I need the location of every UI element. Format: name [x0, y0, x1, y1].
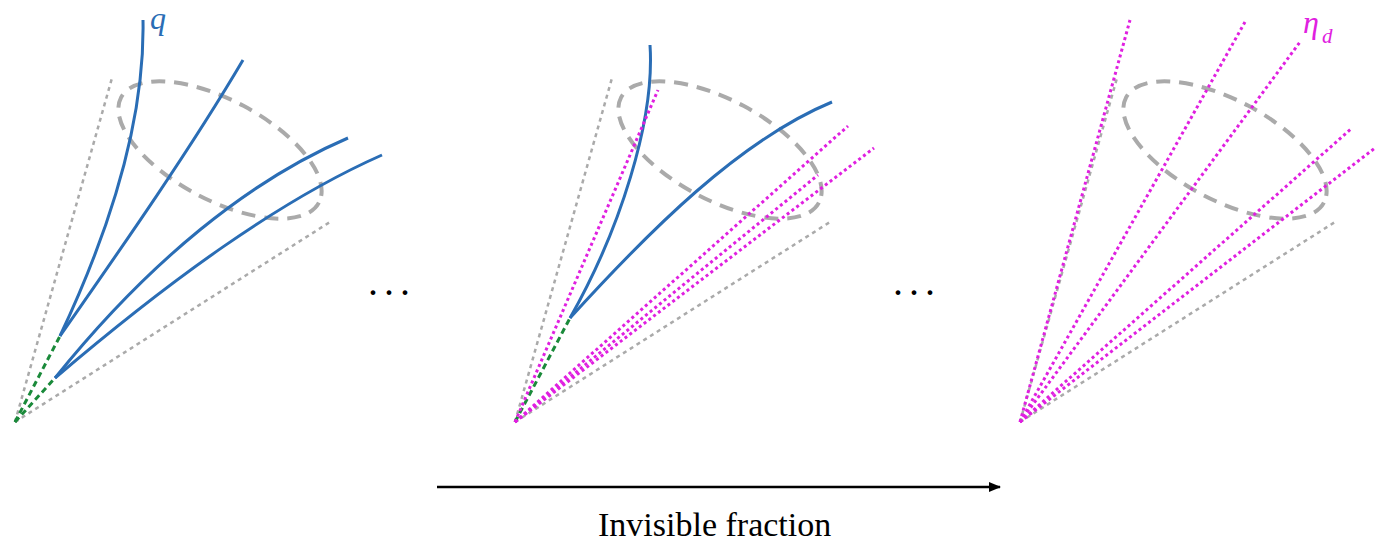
direction-arrow	[437, 486, 1000, 489]
jet-cone	[515, 45, 874, 422]
particle-label: q	[150, 2, 166, 34]
ellipsis: ...	[368, 262, 416, 302]
jet-cone	[15, 20, 382, 422]
axis-caption: Invisible fraction	[598, 508, 831, 542]
particle-label: η	[1303, 6, 1319, 38]
jet-cone	[1020, 20, 1375, 422]
ellipsis: ...	[893, 262, 941, 302]
particle-subscript: d	[1322, 26, 1333, 47]
